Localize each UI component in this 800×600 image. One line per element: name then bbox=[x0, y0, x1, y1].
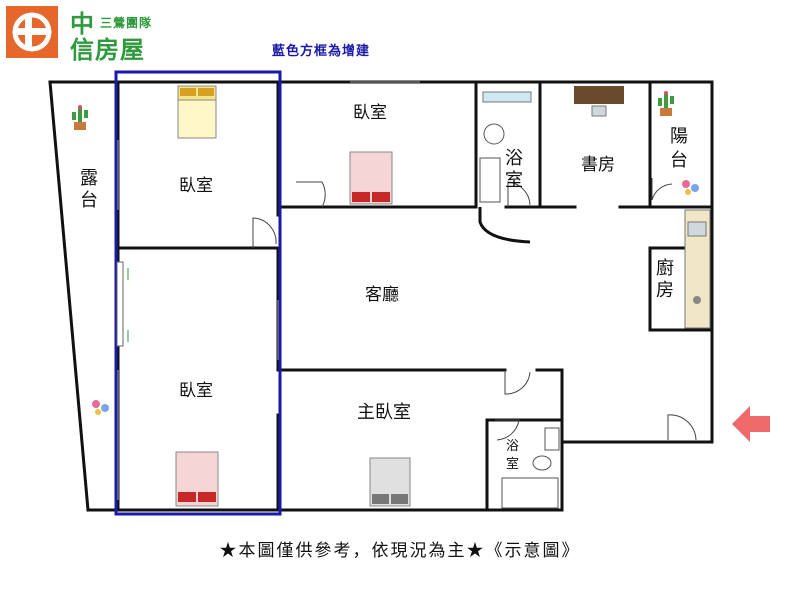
study-desk-icon bbox=[574, 86, 624, 117]
added-structure-frame bbox=[114, 70, 282, 516]
room-label-balcony-1: 陽 bbox=[670, 126, 688, 147]
room-label-bedroom-top-middle: 臥室 bbox=[353, 103, 387, 123]
door-swings bbox=[252, 178, 697, 441]
room-label-bathroom-top-2: 室 bbox=[505, 170, 523, 191]
room-label-terrace-1: 露 bbox=[80, 168, 98, 189]
bed-top-middle-icon bbox=[349, 151, 393, 205]
bed-bottom-left-icon bbox=[175, 451, 219, 507]
room-label-kitchen-2: 房 bbox=[656, 280, 674, 301]
curved-wall bbox=[478, 207, 531, 244]
room-label-kitchen-1: 廚 bbox=[656, 257, 674, 279]
bathroom-top-fixtures bbox=[479, 91, 532, 203]
plant-icons bbox=[72, 91, 699, 415]
room-label-living-room: 客廳 bbox=[365, 285, 399, 305]
bathroom-master-fixtures bbox=[501, 427, 560, 509]
kitchen-counter-icon bbox=[684, 209, 711, 329]
brand-logo-icon bbox=[6, 6, 58, 58]
brand-name-line1: 中 bbox=[70, 10, 94, 38]
brand-name-line2: 信房屋 bbox=[70, 36, 145, 64]
room-label-bedroom-bottom-left: 臥室 bbox=[179, 381, 213, 401]
room-label-bathroom-master-2: 室 bbox=[506, 456, 519, 472]
room-label-bathroom-top-1: 浴 bbox=[505, 148, 523, 169]
room-label-balcony-2: 台 bbox=[670, 150, 688, 171]
room-label-bedroom-top-left: 臥室 bbox=[179, 176, 213, 196]
walls bbox=[48, 80, 714, 512]
room-label-terrace-2: 台 bbox=[80, 190, 98, 211]
room-label-master-bedroom: 主臥室 bbox=[357, 402, 411, 423]
entrance-arrow-icon bbox=[732, 406, 770, 442]
brand-team-name: 三鶯團隊 bbox=[100, 16, 153, 30]
bed-top-left-icon bbox=[177, 85, 217, 139]
room-label-study: 書房 bbox=[581, 155, 615, 175]
room-label-bathroom-master-1: 浴 bbox=[506, 439, 519, 454]
windows bbox=[117, 81, 420, 500]
disclaimer-footer: ★本圖僅供參考，依現況為主★《示意圖》 bbox=[219, 541, 581, 561]
sliding-door bbox=[116, 261, 129, 347]
added-structure-note: 藍色方框為增建 bbox=[272, 44, 371, 59]
bed-master-icon bbox=[369, 457, 411, 507]
